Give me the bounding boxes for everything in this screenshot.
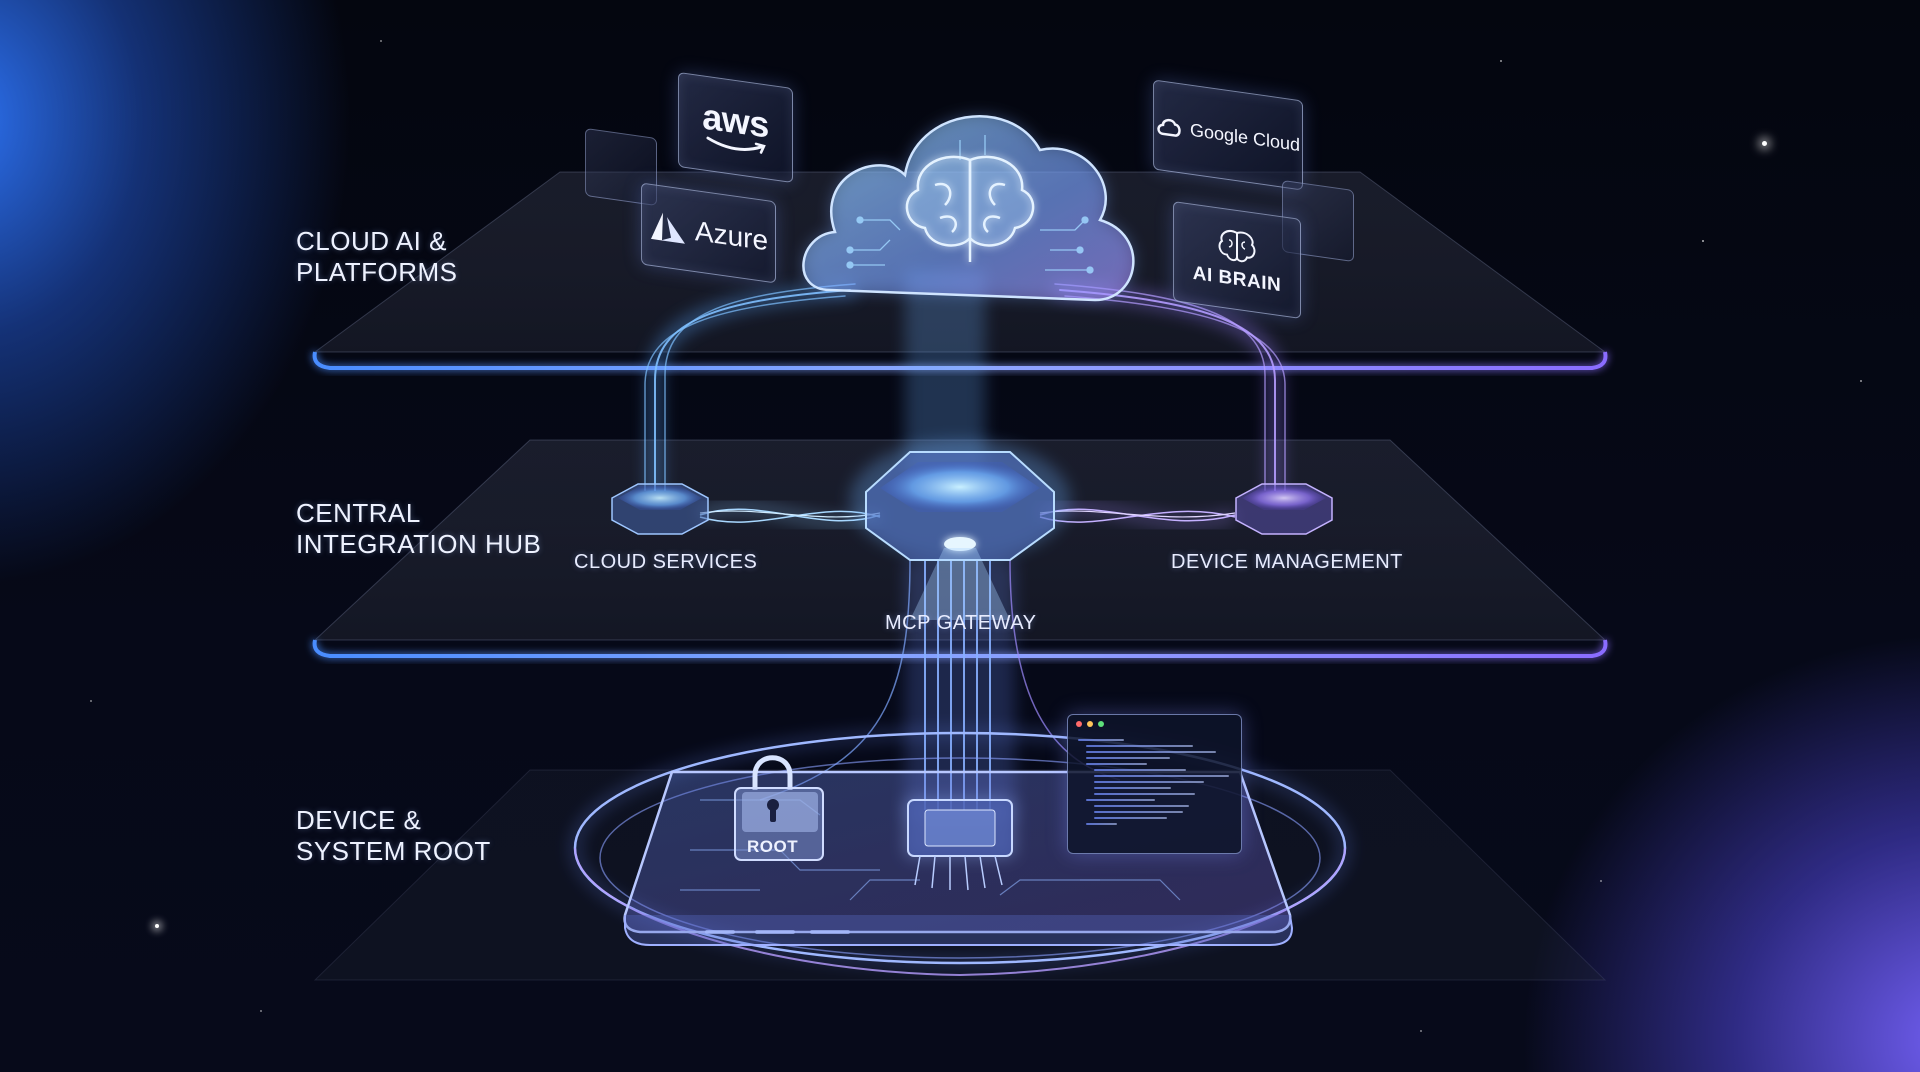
ai-brain-logo-icon: [1218, 230, 1256, 263]
device-management-node: [1235, 483, 1333, 535]
code-line: [1094, 793, 1195, 795]
hub-layer-label-line2: INTEGRATION HUB: [296, 529, 542, 559]
brain-icon: [905, 155, 1035, 262]
code-lines: [1078, 735, 1231, 829]
code-line: [1086, 745, 1194, 747]
window-controls: [1076, 721, 1104, 727]
minimize-dot-icon: [1087, 721, 1093, 727]
code-line: [1094, 775, 1229, 777]
star: [90, 700, 92, 702]
star: [1500, 60, 1502, 62]
chip-icon: [905, 798, 1015, 891]
code-line: [1094, 769, 1186, 771]
azure-logo-icon: [650, 212, 685, 244]
device-layer-label-line1: DEVICE &: [296, 805, 422, 835]
code-line: [1094, 787, 1171, 789]
code-line: [1094, 811, 1183, 813]
padlock-icon: [734, 755, 824, 861]
code-window-icon: [1067, 714, 1242, 854]
aws-smile-icon: [706, 136, 766, 154]
ai-brain-label: AI BRAIN: [1192, 262, 1282, 297]
star: [1420, 1030, 1422, 1032]
google-cloud-card: Google Cloud: [1153, 79, 1303, 191]
aws-card: aws: [678, 71, 793, 184]
code-line: [1094, 817, 1168, 819]
star: [155, 924, 159, 928]
star: [1600, 880, 1602, 882]
maximize-dot-icon: [1098, 721, 1104, 727]
cloud-services-node: [611, 483, 709, 535]
code-line: [1086, 751, 1217, 753]
code-line: [1094, 781, 1205, 783]
star: [1702, 240, 1704, 242]
ai-brain-card: AI BRAIN: [1173, 201, 1301, 319]
google-cloud-logo-icon: [1157, 118, 1181, 137]
hub-layer-label: CENTRAL INTEGRATION HUB: [296, 498, 541, 560]
device-layer-label-line2: SYSTEM ROOT: [296, 836, 491, 866]
brain-cloud-icon: [802, 115, 1135, 302]
code-line: [1094, 805, 1189, 807]
star: [1762, 141, 1767, 146]
star: [260, 1010, 262, 1012]
star: [380, 40, 382, 42]
cloud-services-label: CLOUD SERVICES: [574, 551, 758, 573]
code-line: [1086, 763, 1148, 765]
star: [1860, 380, 1862, 382]
azure-card: Azure: [641, 182, 776, 284]
device-orbit-rings: [570, 728, 1350, 977]
code-line: [1086, 823, 1117, 825]
device-layer-label: DEVICE & SYSTEM ROOT: [296, 805, 491, 867]
hub-layer-label-line1: CENTRAL: [296, 498, 421, 528]
code-line: [1086, 757, 1171, 759]
cloud-layer-label-line2: PLATFORMS: [296, 257, 458, 287]
azure-logo-text: Azure: [694, 215, 769, 257]
code-line: [1078, 739, 1124, 741]
mcp-gateway-node: [850, 440, 1070, 620]
code-line: [1086, 799, 1155, 801]
close-dot-icon: [1076, 721, 1082, 727]
cloud-layer-label-line1: CLOUD AI &: [296, 226, 447, 256]
google-cloud-logo-text: Google Cloud: [1189, 119, 1301, 155]
cloud-layer-label: CLOUD AI & PLATFORMS: [296, 226, 457, 288]
device-management-label: DEVICE MANAGEMENT: [1171, 551, 1403, 573]
root-lock-label: ROOT: [747, 837, 799, 856]
mcp-gateway-label: MCP GATEWAY: [885, 612, 1037, 634]
